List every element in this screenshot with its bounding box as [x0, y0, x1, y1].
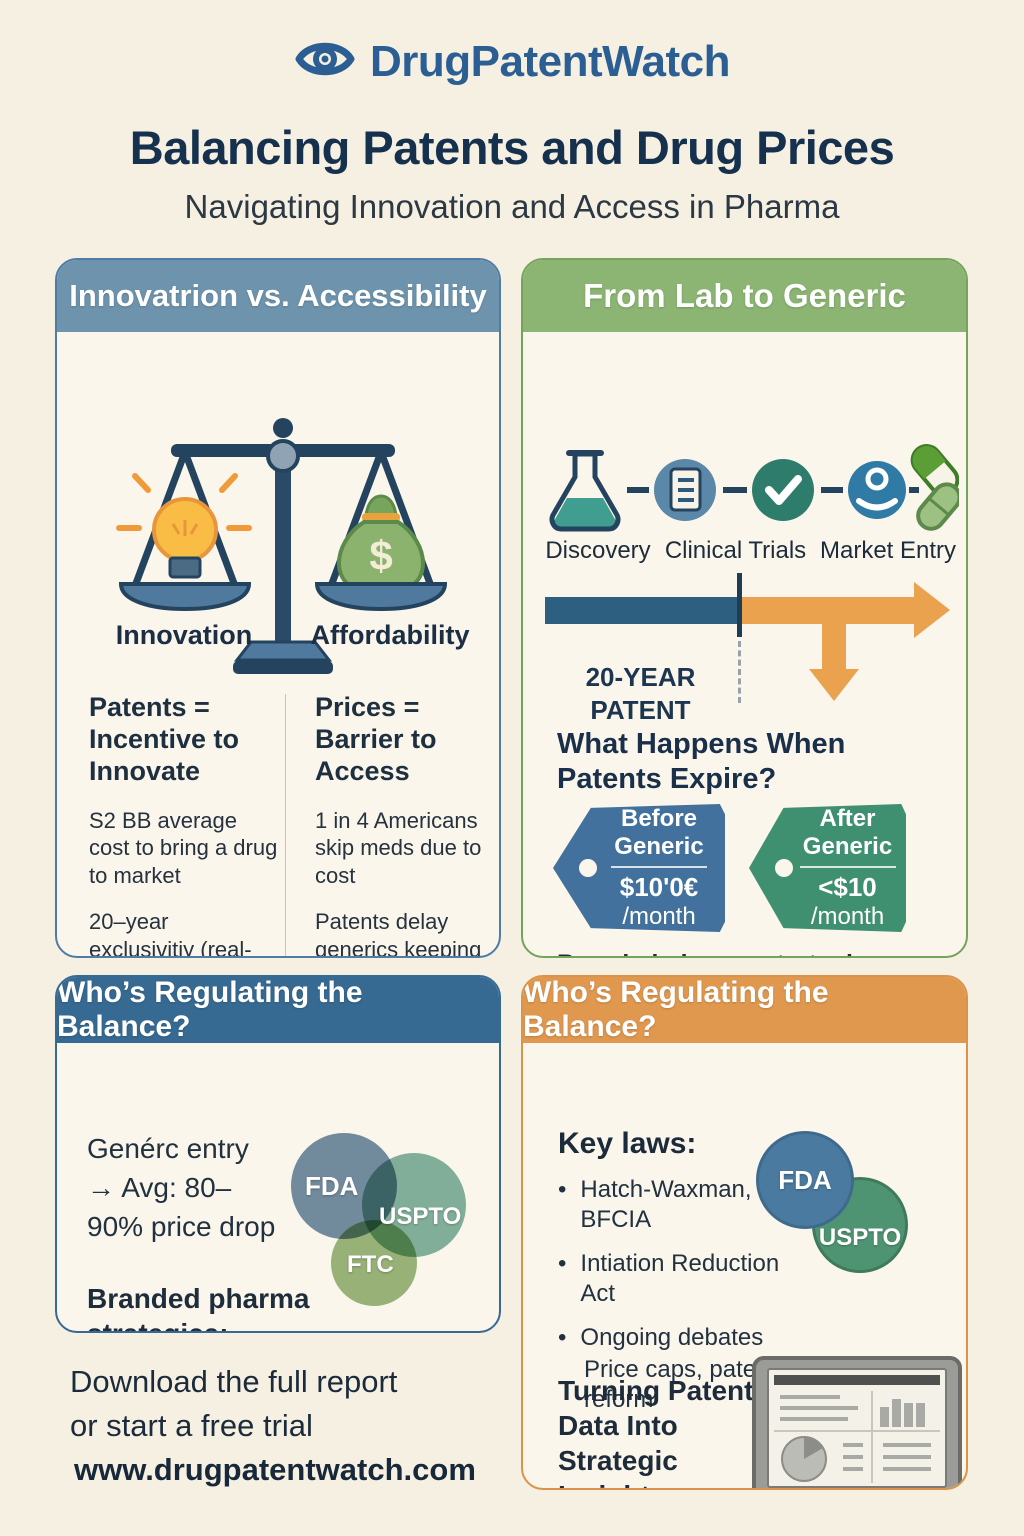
expiry-dashed-line — [738, 641, 741, 703]
turning-patent-data-heading: Turning Patent Data Into Strategic Insig… — [558, 1375, 754, 1488]
page-title: Balancing Patents and Drug Prices — [129, 121, 895, 174]
after-generic-price-tag: After Generic <$10 /month — [749, 804, 906, 932]
bulb-rays-icon — [116, 473, 252, 531]
patent-period-bar — [545, 597, 739, 624]
patents-point-1: S2 BB average cost to bring a drug to ma… — [89, 807, 278, 888]
branded-strategica-heading: Branded pharma strategica: — [87, 1283, 310, 1331]
stage-clinical-trials-label: Clinical Trials — [664, 537, 807, 564]
website-url-link[interactable]: www.drugpatentwatch.com — [74, 1452, 476, 1487]
law-item-hatch-waxman: Hatch-Waxman, BFCIA — [558, 1175, 818, 1235]
svg-text:$: $ — [369, 532, 392, 579]
flask-icon — [549, 450, 621, 532]
footer-cta-line1: Download the full report — [70, 1364, 398, 1399]
scale-left-label: Innovation — [115, 620, 253, 650]
person-icon — [848, 461, 906, 519]
pipeline-icons — [549, 444, 959, 532]
after-generic-unit: /month — [810, 903, 885, 931]
brand-name: DrugPatentWatch — [370, 36, 731, 86]
prices-point-1: 1 in 4 Americans skip meds due to cost — [315, 807, 482, 888]
panel-laws-title: Who’s Regulating the Balance? — [523, 977, 966, 1043]
brand-logo-row: DrugPatentWatch — [0, 36, 1024, 87]
pills-icon — [910, 444, 959, 531]
after-generic-price: <$10 — [818, 872, 877, 903]
before-generic-price-tag: Before Generic $10'0€ /month — [553, 804, 725, 932]
footer-cta-line2: or start a free trial — [70, 1408, 313, 1443]
panel-innovation-vs-accessibility: Innovatrion vs. Accessibility — [55, 258, 501, 958]
venn-fda-label: FDA — [305, 1171, 359, 1201]
dashboard-monitor-icon — [752, 1356, 962, 1488]
document-icon — [654, 459, 716, 521]
stage-market-entry-label: Market Entry — [819, 537, 957, 564]
branded-strategies-heading: Branded pharma strategies: — [557, 950, 889, 956]
lightbulb-icon — [152, 497, 218, 579]
agency-fda-circle: FDA — [756, 1131, 854, 1229]
before-generic-unit: /month — [622, 903, 696, 931]
balance-scale-icon: $ — [116, 418, 448, 674]
panel-key-laws: Who’s Regulating the Balance? Key laws: … — [521, 975, 968, 1490]
money-bag-icon: $ — [336, 494, 426, 597]
page-subtitle: Navigating Innovation and Access in Phar… — [184, 188, 840, 225]
price-drop-arrow-stem — [822, 624, 846, 670]
panel-lab-to-generic: From Lab to Generic — [521, 258, 968, 958]
venn-ftc-label: FTC — [347, 1251, 394, 1278]
panel-regulators-title: Who’s Regulating the Balance? — [57, 977, 499, 1043]
before-generic-label: Before Generic — [614, 804, 704, 860]
eye-icon — [294, 36, 356, 87]
patent-timeline: 20-YEAR PATENT — [523, 569, 966, 725]
check-circle-icon — [752, 459, 814, 521]
agency-fda-label: FDA — [778, 1164, 832, 1195]
law-item-inflation-reduction: Intiation Reduction Act — [558, 1249, 818, 1309]
arrow-head-right-icon — [914, 582, 950, 638]
price-drop-arrow-head-icon — [809, 669, 859, 701]
law-item-ongoing-debates: Ongoing debates — [558, 1323, 818, 1353]
venn-ftc-circle — [331, 1220, 417, 1306]
scale-right-label: Affordability — [310, 620, 470, 650]
prices-barrier-heading: Prices = Barrier to Access — [315, 692, 437, 786]
key-laws-list: Hatch-Waxman, BFCIA Intiation Reduction … — [558, 1175, 818, 1429]
patents-expire-heading: What Happens When Patents Expire? — [557, 728, 846, 795]
post-patent-arrow-bar — [742, 597, 914, 624]
column-divider — [285, 694, 286, 956]
before-generic-price: $10'0€ — [619, 872, 699, 903]
law-item-ongoing-debates-line2: Price caps, patent reform — [584, 1356, 777, 1413]
panel-pipeline-title: From Lab to Generic — [523, 260, 966, 332]
venn-uspto-label: USPTO — [379, 1203, 462, 1230]
tag-divider — [611, 866, 707, 869]
panel-regulators: Who’s Regulating the Balance? Genérc ent… — [55, 975, 501, 1333]
panel-innovation-title: Innovatrion vs. Accessibility — [57, 260, 499, 332]
agency-uspto-label: USPTO — [818, 1224, 902, 1251]
tag-divider — [799, 866, 896, 869]
prices-point-2: Patents delay generics keeping prices hi… — [315, 909, 482, 958]
stage-discovery-label: Discovery — [545, 537, 651, 564]
generic-entry-stat: Genérc entry → Avg: 80–90% price drop — [87, 1133, 276, 1243]
after-generic-label: After Generic — [802, 804, 893, 860]
patents-point-2: 20–year exclusivitiy (real-world avg. –1… — [89, 909, 252, 958]
patents-incentive-heading: Patents = Incentive to Innovate — [89, 692, 240, 786]
expiry-tick — [737, 573, 742, 637]
timeline-label: 20-YEAR PATENT — [585, 662, 696, 725]
key-laws-heading: Key laws: — [558, 1127, 697, 1160]
